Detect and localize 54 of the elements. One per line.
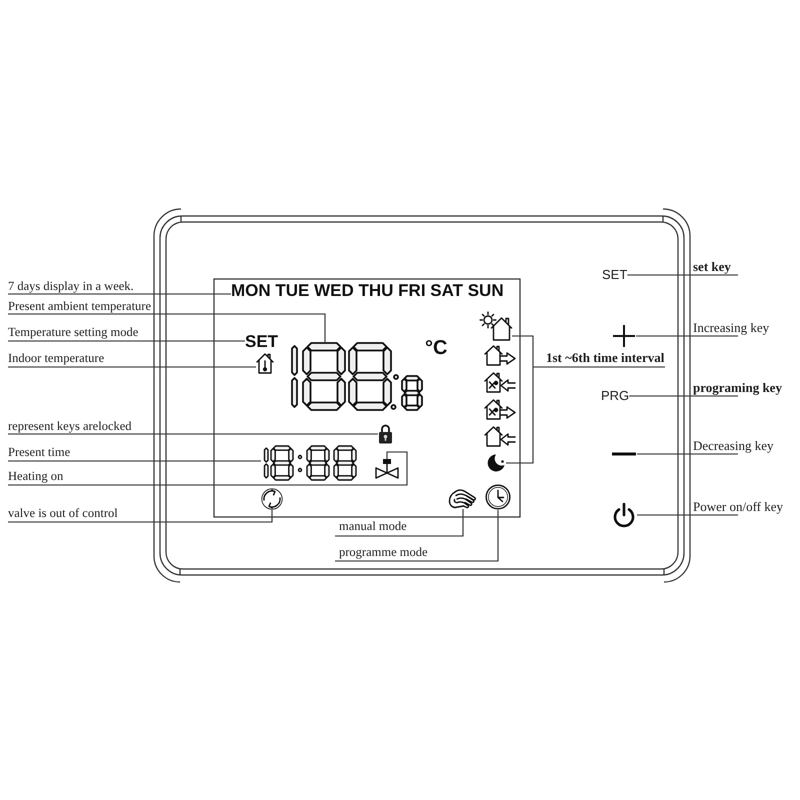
callout-label: 7 days display in a week. <box>8 279 134 293</box>
seven-segment-display <box>261 445 358 481</box>
leader-line <box>636 335 738 337</box>
house-arrow-icon <box>484 344 516 366</box>
leader-line <box>506 366 665 464</box>
house-arrow-icon <box>484 425 516 447</box>
callout-label: programing key <box>693 380 782 395</box>
power-icon <box>611 502 637 528</box>
valve-icon <box>375 459 399 478</box>
padlock-icon <box>378 423 393 444</box>
key-label: SET <box>602 267 628 282</box>
leader-line <box>8 451 408 486</box>
callout-label: 1st ~6th time interval <box>546 350 664 365</box>
callout-label: Indoor temperature <box>8 351 104 365</box>
leader-line <box>8 293 231 295</box>
leader-line <box>8 433 378 435</box>
leader-line <box>629 395 738 397</box>
leader-line <box>627 274 738 276</box>
moon-icon <box>486 453 506 472</box>
house-cross-arrow-icon <box>484 398 516 420</box>
leader-line <box>8 313 326 342</box>
callout-label: programme mode <box>339 545 428 559</box>
seven-segment-display <box>289 342 424 412</box>
house-cross-arrow-icon <box>484 371 516 393</box>
callout-label: Temperature setting mode <box>8 325 138 339</box>
sun-house-icon <box>480 312 512 341</box>
callout-label: Present ambient temperature <box>8 299 151 313</box>
weekday-indicator: MON TUE WED THU FRI SAT SUN <box>231 281 504 300</box>
callout-label: Present time <box>8 445 70 459</box>
callout-label: Heating on <box>8 469 64 483</box>
leader-line <box>8 510 273 523</box>
unit-label: °C <box>425 337 448 359</box>
minus-icon <box>611 450 637 458</box>
plus-icon <box>612 324 636 348</box>
callout-label: valve is out of control <box>8 506 118 520</box>
clock-icon <box>485 484 511 510</box>
callout-label: Increasing key <box>693 320 770 335</box>
circular-arrows-icon <box>261 488 283 510</box>
leader-line <box>335 509 464 537</box>
leader-line <box>8 340 245 342</box>
hand-icon <box>447 487 479 509</box>
callout-label: Decreasing key <box>693 438 774 453</box>
set-indicator: SET <box>245 332 278 351</box>
callout-label: manual mode <box>339 519 407 533</box>
callout-label: set key <box>693 259 731 274</box>
leader-line <box>335 510 499 562</box>
callout-label: represent keys arelocked <box>8 419 132 433</box>
leader-line <box>8 460 261 462</box>
leader-line <box>637 453 738 455</box>
house-thermometer-icon <box>256 352 274 374</box>
key-label: PRG <box>601 388 630 403</box>
leader-line <box>637 514 738 516</box>
leader-line <box>8 366 256 368</box>
callout-label: Power on/off key <box>693 499 784 514</box>
